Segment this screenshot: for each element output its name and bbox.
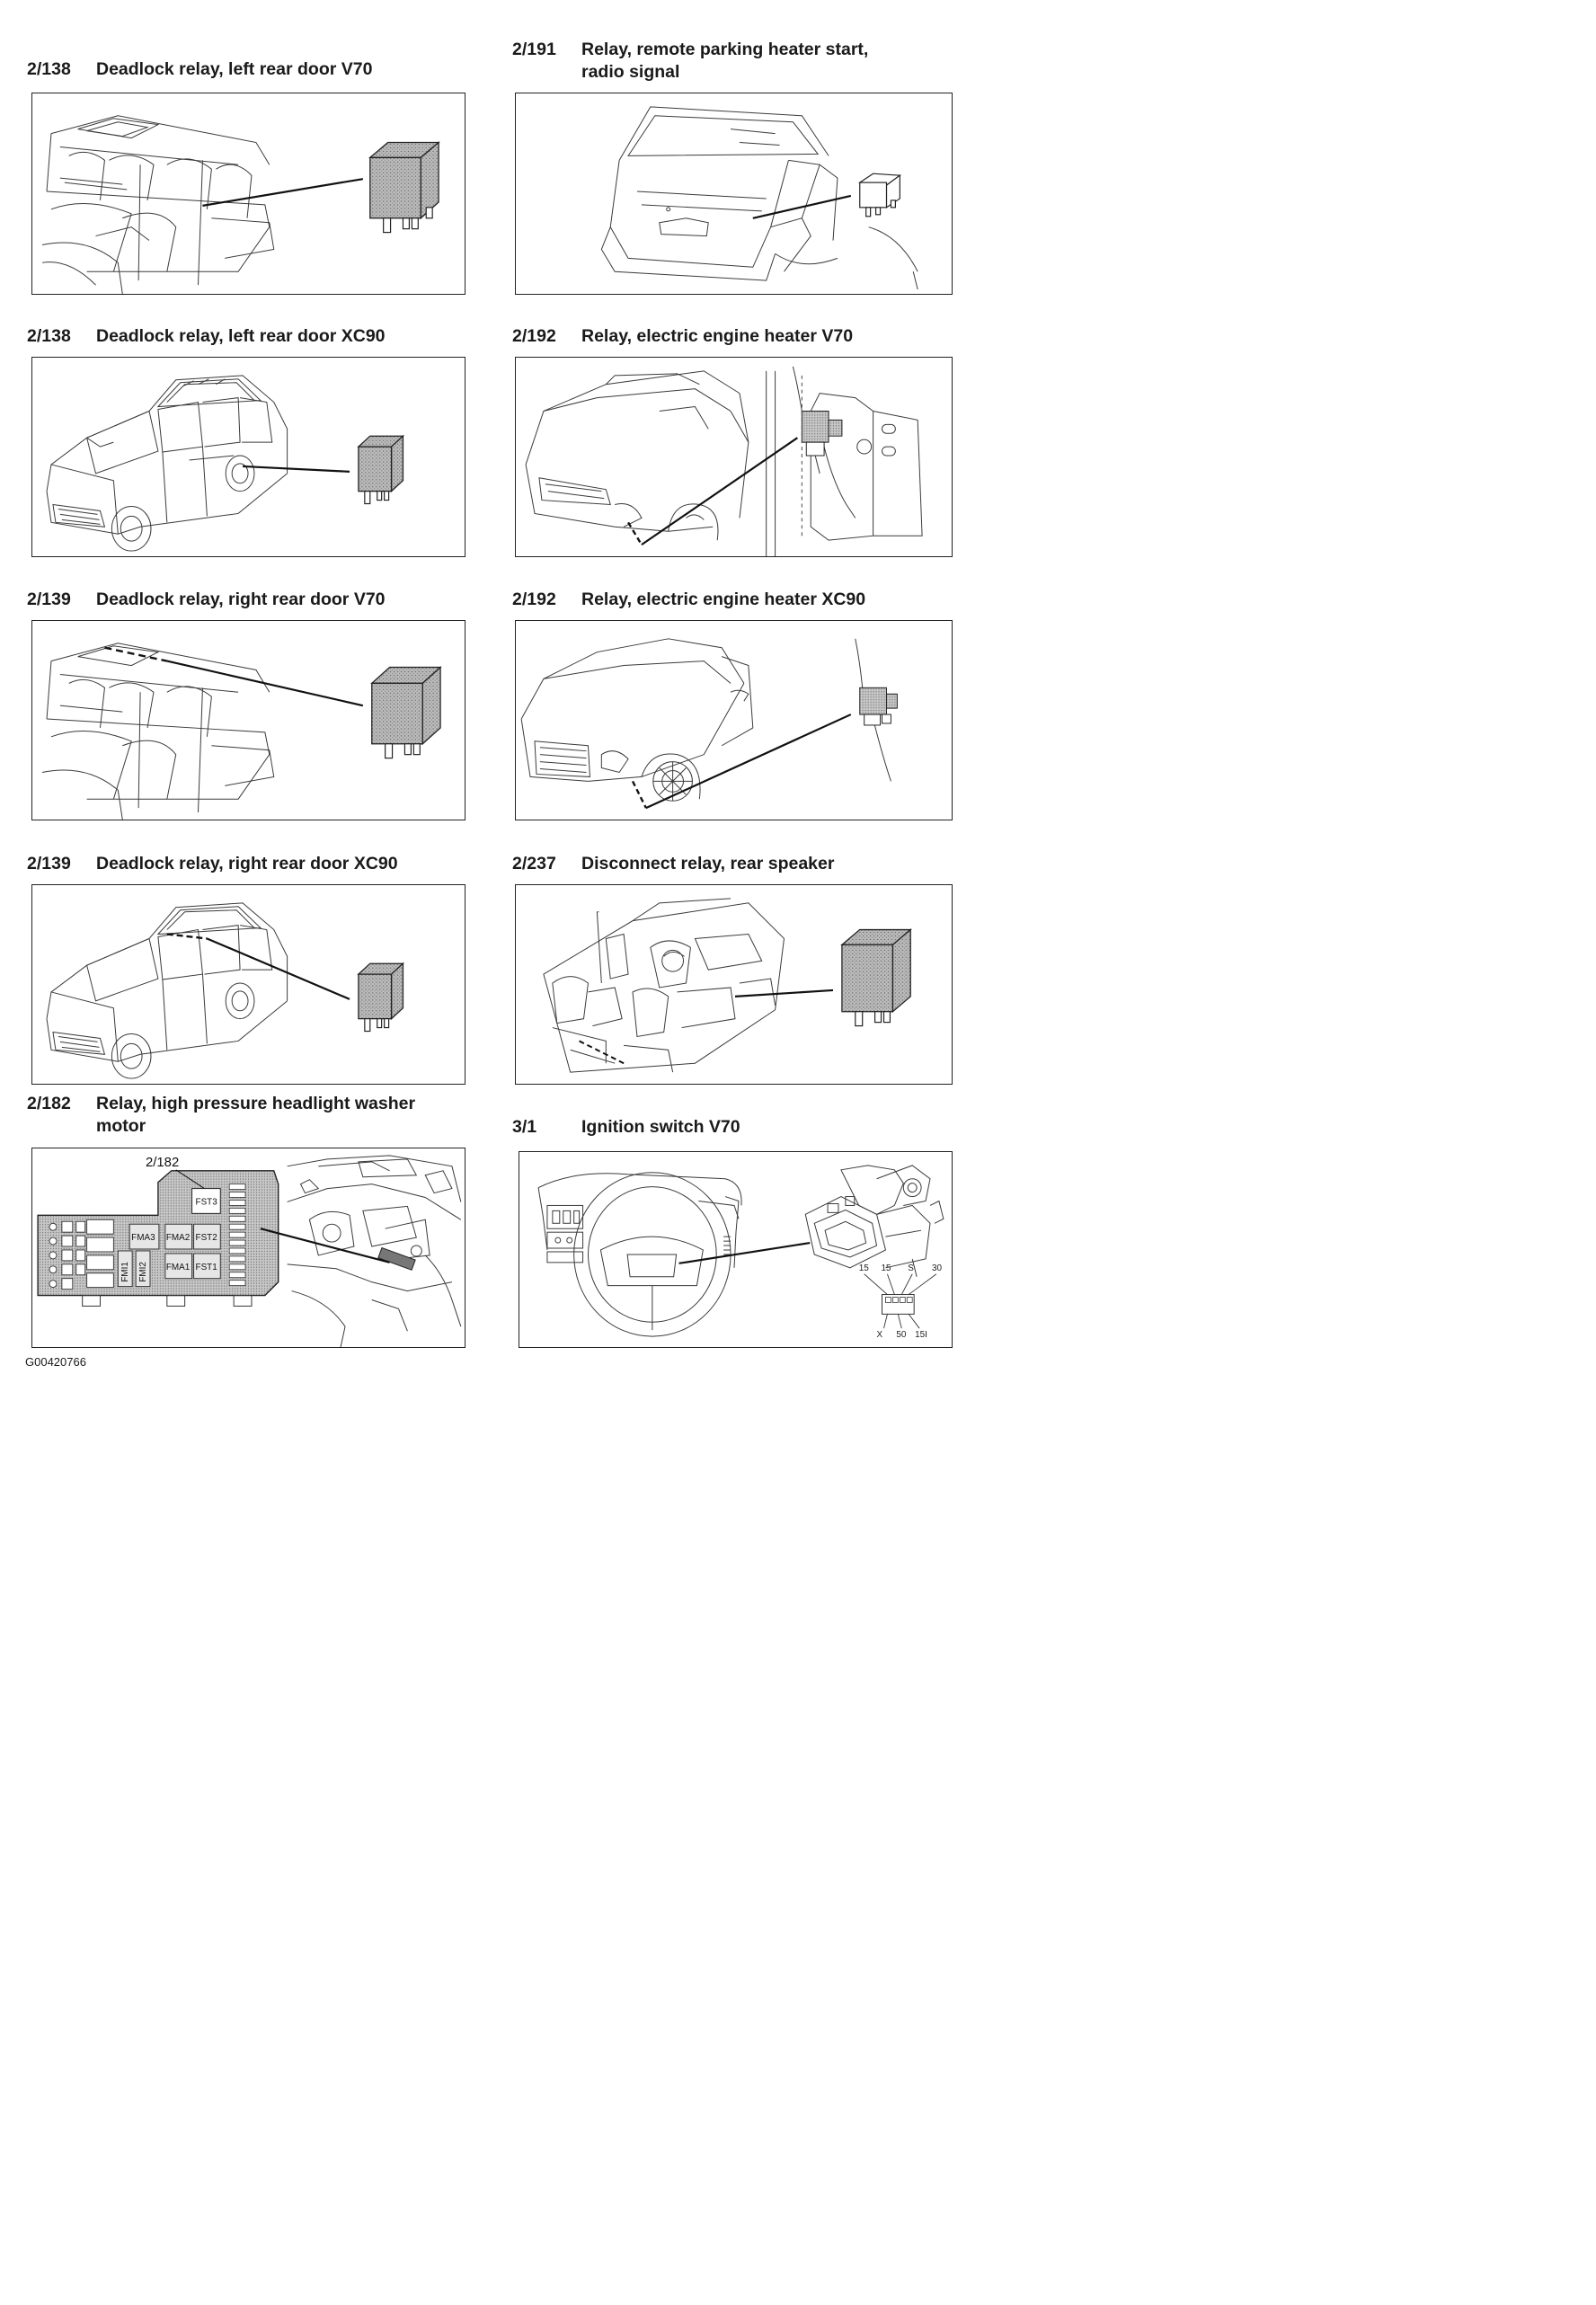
suv-xc90-exterior-right-illustration (46, 902, 405, 1079)
relay-fst1: FST1 (193, 1253, 221, 1280)
car-front-engine-heater-illustration (525, 366, 923, 556)
item-code: 2/192 (512, 326, 556, 346)
panel-2-182: 2/182 FST3 FMA3 FMA2 FST2 FMA1 FST1 FMI (31, 1148, 466, 1348)
panel-2-192-xc90 (515, 620, 953, 820)
item-code: 2/139 (27, 590, 71, 609)
suv-xc90-exterior-illustration (46, 375, 405, 552)
relay-fma1: FMA1 (164, 1253, 193, 1280)
panel-2-138-xc90 (31, 357, 466, 557)
relay-fst3: FST3 (191, 1188, 221, 1214)
ignition-switch-body (804, 1165, 944, 1277)
relay-icon (840, 928, 912, 1027)
relay-fma3: FMA3 (129, 1223, 160, 1250)
fuse-label: FST3 (196, 1197, 218, 1207)
header-2-191: 2/191 Relay, remote parking heater start… (512, 39, 953, 85)
item-title: Deadlock relay, left rear door XC90 (96, 326, 386, 346)
panel-2-192-v70 (515, 357, 953, 557)
car-interior-v70-left-illustration (41, 115, 440, 294)
item-code: 2/192 (512, 590, 556, 609)
wheel (111, 455, 255, 552)
fuse-array-left (49, 1219, 114, 1290)
item-title: Deadlock relay, right rear door XC90 (96, 854, 398, 873)
suv-front-engine-heater-illustration (520, 638, 898, 810)
dashboard-steering-wheel (537, 1172, 742, 1337)
washer-relay-location (377, 1246, 416, 1271)
item-code: 3/1 (512, 1117, 537, 1137)
item-title: Disconnect relay, rear speaker (581, 854, 835, 873)
heater-connector (801, 410, 843, 474)
relay-fma2: FMA2 (164, 1223, 193, 1250)
terminal-diagram: 15 15 S 30 X 50 15I (859, 1263, 943, 1340)
cabin-cutaway-illustration (543, 898, 912, 1073)
terminal-label: X (877, 1330, 883, 1340)
fuse-label: FMA1 (166, 1263, 191, 1272)
relay-icon (357, 962, 405, 1033)
terminal-label: 15 (882, 1263, 892, 1273)
panel-3-1: 15 15 S 30 X 50 15I (519, 1151, 953, 1348)
panel-2-139-v70 (31, 620, 466, 820)
relay-fmi2: FMI2 (135, 1250, 151, 1288)
item-code: 2/182 (27, 1094, 71, 1113)
terminal-label: 30 (932, 1263, 943, 1273)
fuse-label: FMI2 (138, 1262, 148, 1282)
fuse-label: FMA3 (131, 1233, 155, 1243)
terminal-label: 15I (915, 1330, 927, 1340)
terminal-label: 15 (859, 1263, 870, 1273)
car-interior-v70-right-illustration (41, 643, 442, 820)
relay-fst2: FST2 (193, 1223, 221, 1250)
fusebox-callout-label: 2/182 (146, 1156, 179, 1170)
item-title-line2: radio signal (581, 62, 680, 82)
item-title: Relay, electric engine heater V70 (581, 326, 854, 346)
heater-connector (859, 687, 898, 726)
panel-2-138-v70 (31, 93, 466, 295)
item-code: 2/191 (512, 40, 556, 59)
item-title: Deadlock relay, left rear door V70 (96, 59, 373, 79)
item-code: 2/138 (27, 59, 71, 79)
item-title-line2: motor (96, 1116, 146, 1136)
relay-fmi1: FMI1 (117, 1250, 133, 1288)
fuse-label: FST1 (196, 1263, 218, 1272)
item-title: Relay, high pressure headlight washer (96, 1094, 416, 1113)
terminal-label: S (908, 1263, 914, 1273)
ignition-switch-illustration: 15 15 S 30 X 50 15I (537, 1165, 944, 1340)
relay-icon (858, 173, 902, 217)
relay-icon (370, 666, 442, 759)
item-title: Deadlock relay, right rear door V70 (96, 590, 386, 609)
item-title: Relay, remote parking heater start, (581, 40, 869, 59)
item-code: 2/139 (27, 854, 71, 873)
fuse-label: FST2 (196, 1233, 218, 1243)
relay-icon (368, 141, 440, 234)
engine-bay-illustration (287, 1155, 462, 1347)
item-title: Ignition switch V70 (581, 1117, 740, 1137)
fuse-box-diagram: 2/182 FST3 FMA3 FMA2 FST2 FMA1 FST1 FMI (37, 1155, 462, 1347)
fuse-strip (228, 1184, 246, 1287)
item-code: 2/237 (512, 854, 556, 873)
relay-icon (357, 434, 405, 505)
item-title: Relay, electric engine heater XC90 (581, 590, 866, 609)
reference-code: G00420766 (25, 1355, 86, 1369)
panel-2-139-xc90 (31, 884, 466, 1085)
item-code: 2/138 (27, 326, 71, 346)
panel-2-191 (515, 93, 953, 295)
header-2-182: 2/182 Relay, high pressure headlight was… (27, 1093, 467, 1139)
terminal-label: 50 (896, 1330, 907, 1340)
car-rear-tailgate-illustration (600, 106, 918, 290)
panel-2-237 (515, 884, 953, 1085)
fuse-label: FMA2 (166, 1233, 191, 1243)
fuse-label: FMI1 (120, 1262, 130, 1282)
